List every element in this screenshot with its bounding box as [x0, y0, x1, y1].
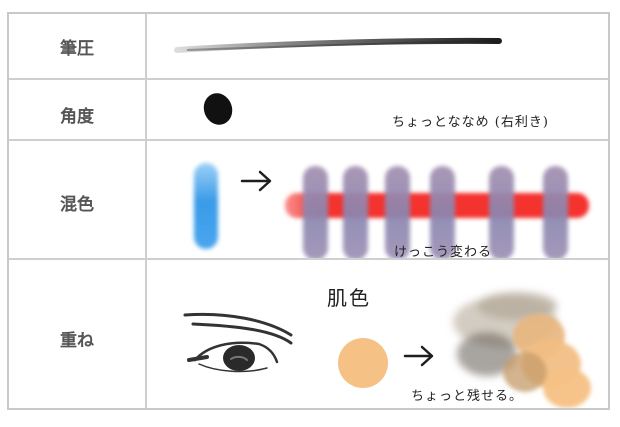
row-label-mixing: 混色: [60, 195, 94, 215]
eye-sketch: [183, 312, 293, 373]
layering-sample: [147, 260, 610, 408]
row-label-angle: 角度: [60, 107, 94, 127]
row-label-layering: 重ね: [60, 331, 94, 351]
mixing-note: けっこう変わる: [394, 245, 493, 260]
row-label-pressure: 筆圧: [60, 39, 94, 59]
layering-note: ちょっと残せる。: [411, 389, 524, 404]
mixing-sample: [147, 141, 610, 258]
swatch-label: 肌色: [327, 286, 371, 310]
arrow-right-icon: [240, 170, 272, 192]
row-divider: [9, 78, 608, 80]
row-divider: [9, 258, 608, 260]
brush-comparison-table: 筆圧 角度 ちょっとななめ (右利き) 混色: [7, 12, 610, 410]
angle-sample: [147, 80, 610, 139]
pressure-sample: [147, 14, 610, 78]
arrow-right-icon: [403, 345, 434, 367]
angle-note: ちょっとななめ (右利き): [392, 115, 549, 130]
row-divider: [9, 139, 608, 141]
column-divider: [145, 14, 147, 408]
